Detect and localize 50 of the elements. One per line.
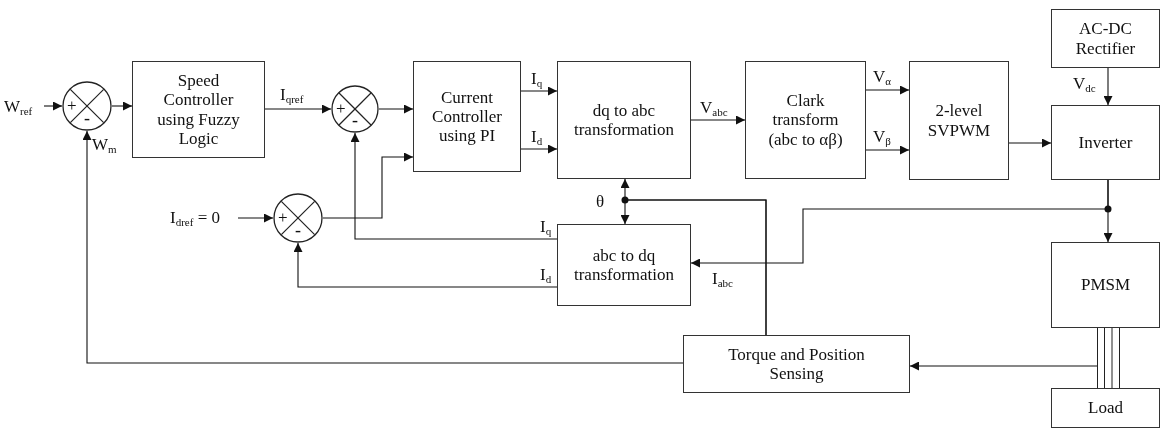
arrow [264,104,332,114]
minus-sign: - [295,221,301,239]
arrow [520,86,558,96]
shaft-drawing [1097,328,1120,388]
arrow [43,101,63,111]
arrow [690,115,746,125]
edge-label: V$_{α}$ [873,68,892,87]
arrow [865,85,910,95]
arrow [378,104,414,114]
signal-label: I$_{dref}$ = 0 [170,207,220,229]
arrow [237,213,274,223]
edge-label: W$_{m}$ [92,136,117,155]
arrow [690,179,1109,268]
edge-label: V$_{β}$ [873,128,891,147]
arrow [909,361,1098,371]
plus-sign: + [278,209,288,226]
process-block: dq to abc transformation [557,61,691,179]
plus-sign: + [67,97,77,114]
edge-label: I$_{qref}$ [280,86,304,105]
minus-sign: - [84,109,90,127]
signal-label: W$_{ref}$ [4,96,33,118]
arrow [82,130,684,364]
edge-label: I$_{d}$ [540,266,552,285]
edge-label: I$_{q}$ [531,70,543,89]
process-block: abc to dq transformation [557,224,691,306]
arrow [865,145,910,155]
process-block: Clark transform (abc to αβ) [745,61,866,179]
process-block: Speed Controller using Fuzzy Logic [132,61,265,158]
edge-label: V$_{dc}$ [1073,75,1096,94]
process-block: 2-level SVPWM [909,61,1009,180]
arrow [1008,138,1052,148]
process-block: Inverter [1051,105,1160,180]
edge-label: I$_{abc}$ [712,270,733,289]
arrow [111,101,133,111]
angle-label: θ [596,193,605,210]
minus-sign: - [352,111,358,129]
process-block: PMSM [1051,242,1160,328]
arrow [350,132,558,240]
process-block: Torque and Position Sensing [683,335,910,393]
plus-sign: + [336,100,346,117]
arrow [322,152,414,219]
arrow [520,144,558,154]
arrow [293,242,558,288]
edge-label: I$_{q}$ [540,218,552,237]
arrow [1103,67,1113,106]
process-block: AC-DC Rectifier [1051,9,1160,68]
edge-label: I$_{d}$ [531,128,543,147]
process-block: Current Controller using PI [413,61,521,172]
process-block: Load [1051,388,1160,428]
edge-label: V$_{abc}$ [700,99,728,118]
